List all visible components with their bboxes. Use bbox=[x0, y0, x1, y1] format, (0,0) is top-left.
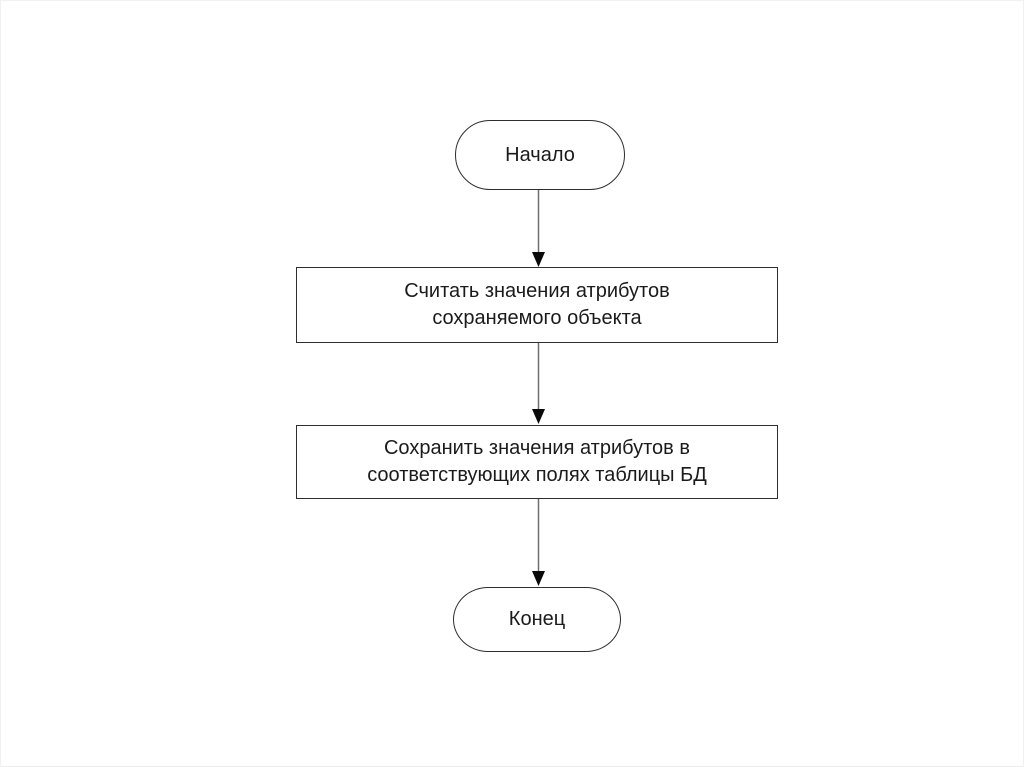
arrow-start-to-read bbox=[532, 190, 545, 267]
process-read-attributes: Считать значения атрибутов сохраняемого … bbox=[296, 267, 778, 343]
process-save-attributes: Сохранить значения атрибутов в соответст… bbox=[296, 425, 778, 499]
process-read-attributes-line1: Считать значения атрибутов bbox=[404, 280, 670, 302]
process-save-attributes-line1: Сохранить значения атрибутов в bbox=[383, 437, 690, 459]
terminator-end-label: Конец bbox=[508, 608, 566, 630]
terminator-end: Конец bbox=[453, 587, 621, 652]
arrow-save-to-end bbox=[532, 499, 545, 586]
arrow-head bbox=[532, 409, 545, 424]
arrow-read-to-save bbox=[532, 343, 545, 424]
terminator-start-label: Начало bbox=[505, 143, 575, 166]
process-read-attributes-line2: сохраняемого объекта bbox=[432, 307, 642, 329]
arrow-head bbox=[532, 571, 545, 586]
arrow-head bbox=[532, 252, 545, 267]
terminator-start: Начало bbox=[455, 120, 625, 190]
process-save-attributes-line2: соответствующих полях таблицы БД bbox=[367, 464, 707, 486]
